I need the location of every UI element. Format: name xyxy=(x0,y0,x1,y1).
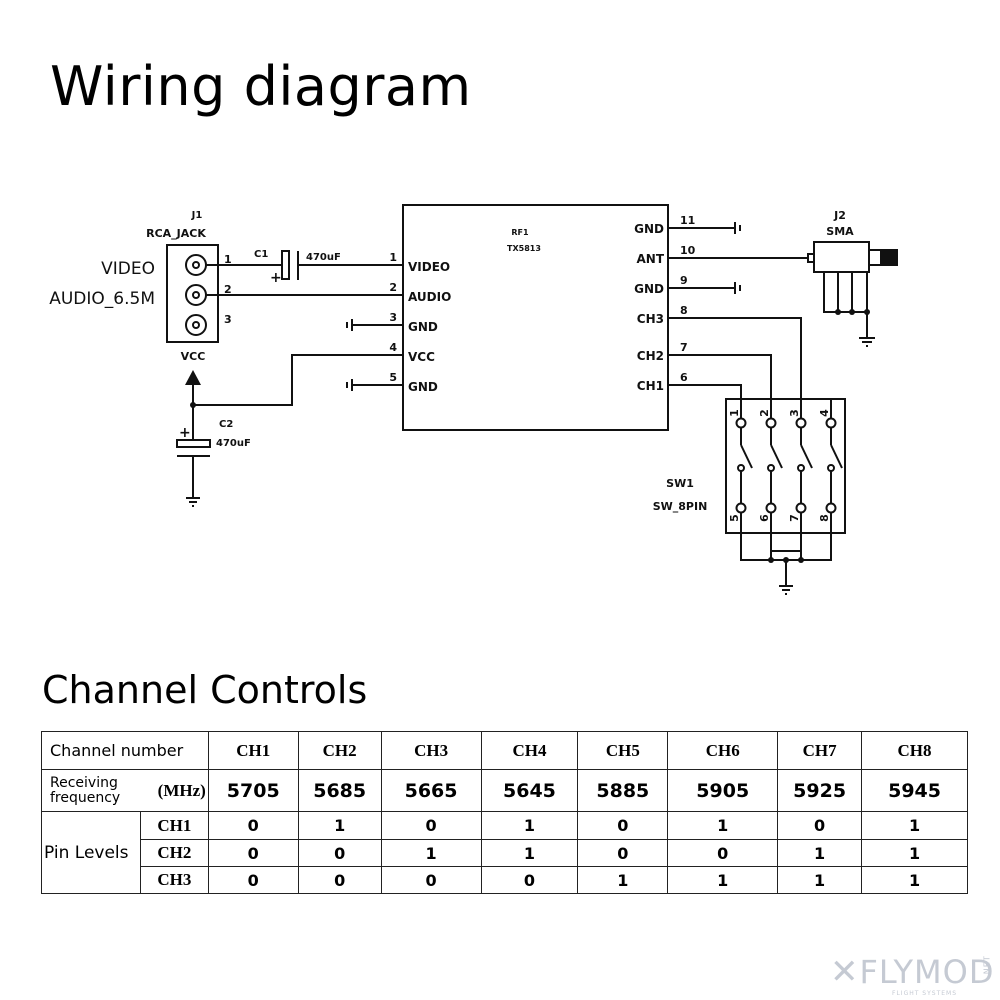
flymod-watermark-logo: ✕FLYMOD FLIGHT SYSTEMS .NET xyxy=(830,952,995,997)
audio-label: AUDIO_6.5M xyxy=(49,289,155,309)
svg-text:6: 6 xyxy=(758,514,771,522)
switch-1-line xyxy=(740,444,753,469)
j1-name: RCA_JACK xyxy=(146,227,206,240)
frequency-label: Receiving frequency xyxy=(50,774,121,806)
svg-text:1: 1 xyxy=(389,251,397,264)
c2-ref: C2 xyxy=(219,419,233,430)
switch-4-circle xyxy=(825,417,837,429)
svg-text:ANT: ANT xyxy=(636,252,664,266)
switch-2-circle xyxy=(765,502,777,514)
svg-text:8: 8 xyxy=(818,514,831,522)
svg-text:6: 6 xyxy=(680,371,688,384)
svg-text:3: 3 xyxy=(389,311,397,324)
frequency-row: Receiving frequency (MHz) 5705 5685 5665… xyxy=(41,769,968,812)
svg-text:GND: GND xyxy=(408,320,438,334)
c1-plus: + xyxy=(270,270,282,286)
switch-4-line xyxy=(830,444,843,469)
switch-3-line xyxy=(800,444,813,469)
pin-levels-label: Pin Levels xyxy=(41,811,141,894)
switch-1-circle xyxy=(735,417,747,429)
svg-text:VIDEO: VIDEO xyxy=(408,260,450,274)
j1-pin-2: 2 xyxy=(224,283,232,296)
svg-text:GND: GND xyxy=(634,282,664,296)
c2-value: 470uF xyxy=(216,438,251,449)
switch-1-circle xyxy=(735,502,747,514)
svg-text:SMA: SMA xyxy=(826,225,854,238)
frequency-unit: (MHz) xyxy=(157,781,206,800)
rca-jack-j1: J1 RCA_JACK 1 2 3 xyxy=(146,210,232,343)
switch-3-circle xyxy=(797,464,805,472)
svg-text:9: 9 xyxy=(680,274,688,287)
table-title: Channel Controls xyxy=(42,668,368,712)
channel-label: Channel number xyxy=(41,731,209,770)
svg-text:7: 7 xyxy=(680,341,688,354)
switch-2-circle xyxy=(765,417,777,429)
svg-text:GND: GND xyxy=(408,380,438,394)
propeller-icon: ✕ xyxy=(830,952,860,992)
svg-text:4: 4 xyxy=(389,341,397,354)
vcc-label: VCC xyxy=(181,350,206,363)
svg-text:11: 11 xyxy=(680,214,695,227)
svg-text:CH2: CH2 xyxy=(637,349,664,363)
svg-text:5: 5 xyxy=(389,371,397,384)
svg-text:CH3: CH3 xyxy=(637,312,664,326)
svg-text:4: 4 xyxy=(818,409,831,417)
switch-2-circle xyxy=(767,464,775,472)
dip-switch-sw1: SW1 SW_8PIN 1 2 3 4 5 6 7 8 xyxy=(653,398,846,595)
j1-pin-1: 1 xyxy=(224,253,232,266)
sma-connector-j2: J2 SMA xyxy=(807,209,898,347)
rf1-ref: RF1 xyxy=(511,228,529,237)
c1-ref: C1 xyxy=(254,249,268,260)
switch-3-circle xyxy=(795,502,807,514)
channel-table: Channel number CH1 CH2 CH3 CH4 CH5 CH6 C… xyxy=(41,731,968,894)
svg-text:7: 7 xyxy=(788,514,801,522)
switch-4-circle xyxy=(825,502,837,514)
c2-plus: + xyxy=(179,425,191,441)
switch-4-circle xyxy=(827,464,835,472)
vcc-arrow-icon xyxy=(185,370,201,385)
rf1-module: RF1 TX5813 1 VIDEO 2 AUDIO 3 GND 4 VCC 5… xyxy=(389,204,696,431)
svg-text:VCC: VCC xyxy=(408,350,435,364)
svg-text:3: 3 xyxy=(788,409,801,417)
j1-pin-3: 3 xyxy=(224,313,232,326)
switch-3-circle xyxy=(795,417,807,429)
c1-value: 470uF xyxy=(306,252,341,263)
video-label: VIDEO xyxy=(101,259,155,279)
rf1-name: TX5813 xyxy=(507,244,541,253)
svg-text:GND: GND xyxy=(634,222,664,236)
switch-1-circle xyxy=(737,464,745,472)
capacitor-c1: + C1 470uF xyxy=(206,249,403,286)
channel-row: Channel number CH1 CH2 CH3 CH4 CH5 CH6 C… xyxy=(41,731,968,770)
wiring-schematic: J1 RCA_JACK 1 2 3 VIDEO AUDIO_6.5M + C1 … xyxy=(49,204,898,595)
switch-2-line xyxy=(770,444,783,469)
svg-text:CH1: CH1 xyxy=(637,379,664,393)
svg-text:1: 1 xyxy=(728,409,741,417)
page-title: Wiring diagram xyxy=(50,55,472,118)
svg-text:5: 5 xyxy=(728,514,741,522)
svg-text:AUDIO: AUDIO xyxy=(408,290,451,304)
svg-text:J2: J2 xyxy=(833,209,846,222)
svg-text:2: 2 xyxy=(389,281,397,294)
svg-text:10: 10 xyxy=(680,244,696,257)
vcc-c2: VCC + C2 470uF xyxy=(176,350,403,507)
svg-text:SW_8PIN: SW_8PIN xyxy=(653,500,708,513)
svg-text:8: 8 xyxy=(680,304,688,317)
j1-ref: J1 xyxy=(191,210,203,221)
svg-text:2: 2 xyxy=(758,409,771,417)
svg-text:SW1: SW1 xyxy=(666,477,694,490)
